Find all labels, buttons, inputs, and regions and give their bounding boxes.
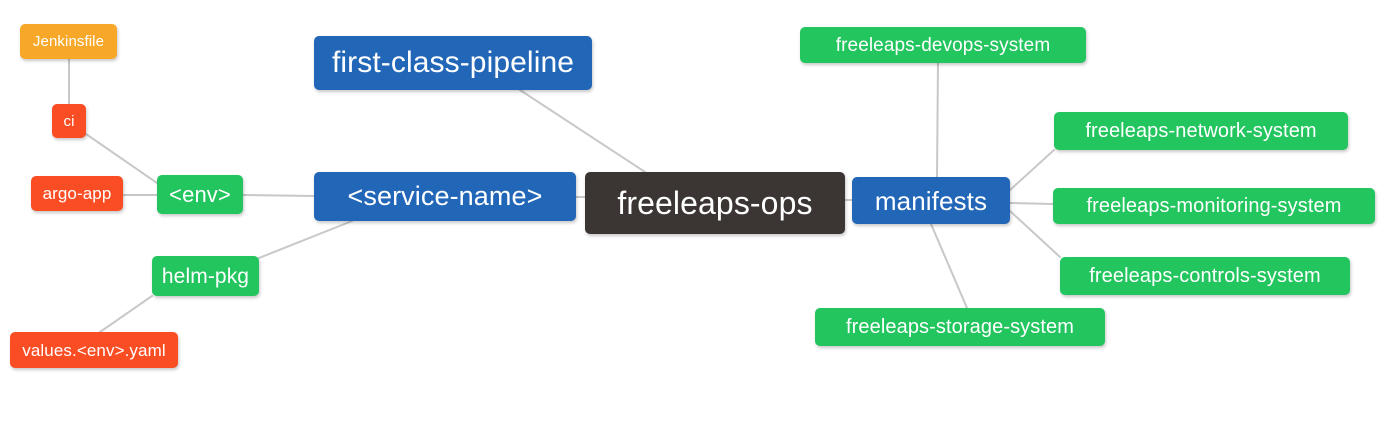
node-env[interactable]: <env>: [157, 175, 243, 214]
node-label-freeleaps-ops: freeleaps-ops: [617, 185, 813, 221]
node-label-argo-app: argo-app: [42, 184, 112, 203]
node-freeleaps-network-system[interactable]: freeleaps-network-system: [1054, 112, 1348, 150]
edge-manifests-network: [1009, 149, 1055, 191]
node-freeleaps-controls-system[interactable]: freeleaps-controls-system: [1060, 257, 1350, 295]
node-label-freeleaps-storage-system: freeleaps-storage-system: [845, 316, 1075, 338]
node-freeleaps-storage-system[interactable]: freeleaps-storage-system: [815, 308, 1105, 346]
node-label-freeleaps-network-system: freeleaps-network-system: [1085, 120, 1317, 142]
node-freeleaps-monitoring-system[interactable]: freeleaps-monitoring-system: [1053, 188, 1375, 224]
node-helm-pkg[interactable]: helm-pkg: [152, 256, 259, 296]
edge-env-servicename: [242, 194, 315, 197]
edge-manifests-devops: [936, 62, 939, 178]
edge-pipeline-ops: [519, 89, 646, 173]
node-argo-app[interactable]: argo-app: [31, 176, 123, 211]
edge-manifests-monitoring: [1009, 202, 1054, 205]
node-label-ci: ci: [63, 112, 75, 130]
node-service-name[interactable]: <service-name>: [314, 172, 576, 221]
node-label-freeleaps-controls-system: freeleaps-controls-system: [1089, 265, 1321, 287]
node-first-class-pipeline[interactable]: first-class-pipeline: [314, 36, 592, 90]
node-label-freeleaps-devops-system: freeleaps-devops-system: [835, 34, 1051, 56]
node-label-service-name: <service-name>: [347, 181, 543, 211]
node-ci[interactable]: ci: [52, 104, 86, 138]
edge-helmpkg-servicename: [258, 220, 353, 259]
node-label-helm-pkg: helm-pkg: [161, 264, 250, 288]
node-label-freeleaps-monitoring-system: freeleaps-monitoring-system: [1086, 195, 1342, 217]
node-label-jenkinsfile: Jenkinsfile: [32, 33, 105, 50]
edge-valuesyaml-helmpkg: [99, 295, 153, 333]
edge-manifests-storage: [930, 223, 968, 309]
node-jenkinsfile[interactable]: Jenkinsfile: [20, 24, 117, 59]
node-label-first-class-pipeline: first-class-pipeline: [331, 46, 575, 79]
node-label-manifests: manifests: [874, 185, 988, 216]
node-values-yaml[interactable]: values.<env>.yaml: [10, 332, 178, 368]
node-freeleaps-ops[interactable]: freeleaps-ops: [585, 172, 845, 234]
node-freeleaps-devops-system[interactable]: freeleaps-devops-system: [800, 27, 1086, 63]
node-manifests[interactable]: manifests: [852, 177, 1010, 224]
node-label-env: <env>: [169, 181, 231, 207]
node-label-values-yaml: values.<env>.yaml: [22, 340, 166, 360]
